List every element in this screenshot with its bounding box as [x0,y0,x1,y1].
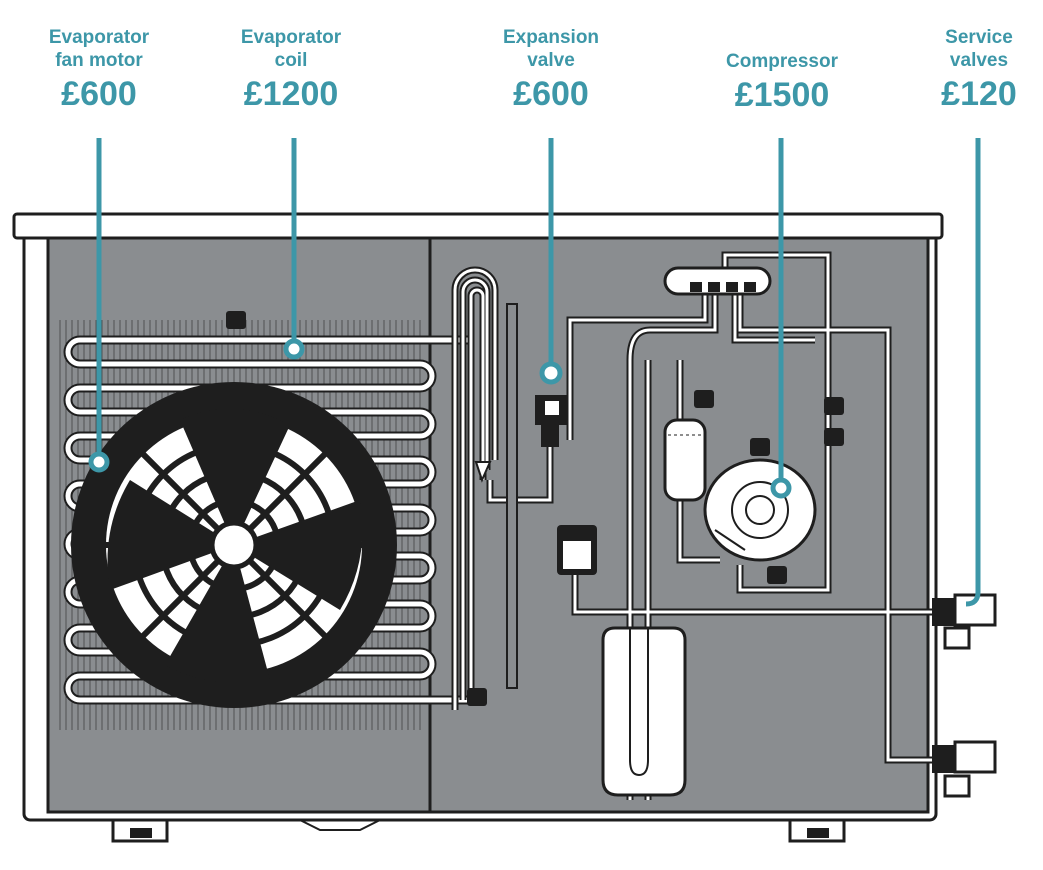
sensor-clips [226,311,844,706]
callout-name: Compressor [726,51,838,72]
callout-name: Expansion valve [502,27,600,71]
manifold [663,266,772,296]
accumulator [663,418,707,502]
leader-dot-evaporator-fan-motor [88,451,110,473]
callout-evaporator-fan-motor: Evaporator fan motor £600 [49,26,149,114]
compressor-part [703,458,817,562]
evaporator-coil-tubes [63,335,470,705]
expansion-valve-part [535,395,567,447]
refrigerant-pipes [566,251,935,800]
distributor-tubes [451,266,554,710]
callout-leaders [88,138,981,607]
evaporator-fan [71,382,397,708]
callout-compressor: Compressor £1500 [726,50,838,115]
callout-evaporator-coil: Evaporator coil £1200 [241,26,341,114]
callout-price: £600 [513,75,589,113]
callout-name: Evaporator fan motor [48,27,150,71]
callout-price: £600 [61,75,137,113]
callout-price: £120 [941,75,1017,113]
callout-name: Evaporator coil [240,27,342,71]
receiver-tank [601,626,687,797]
callout-price: £1200 [243,75,339,113]
leader-service-valves [965,138,981,607]
leader-dot-expansion-valve [539,361,563,385]
callout-price: £1500 [734,76,830,114]
service-valves-part [932,593,997,798]
callout-expansion-valve: Expansion valve £600 [503,26,599,114]
leader-dot-evaporator-coil [283,338,305,360]
callout-name: Service valves [945,27,1013,71]
callout-service-valves: Service valves £120 [941,26,1017,114]
filter-drier [557,525,597,575]
leader-dot-compressor [770,477,792,499]
